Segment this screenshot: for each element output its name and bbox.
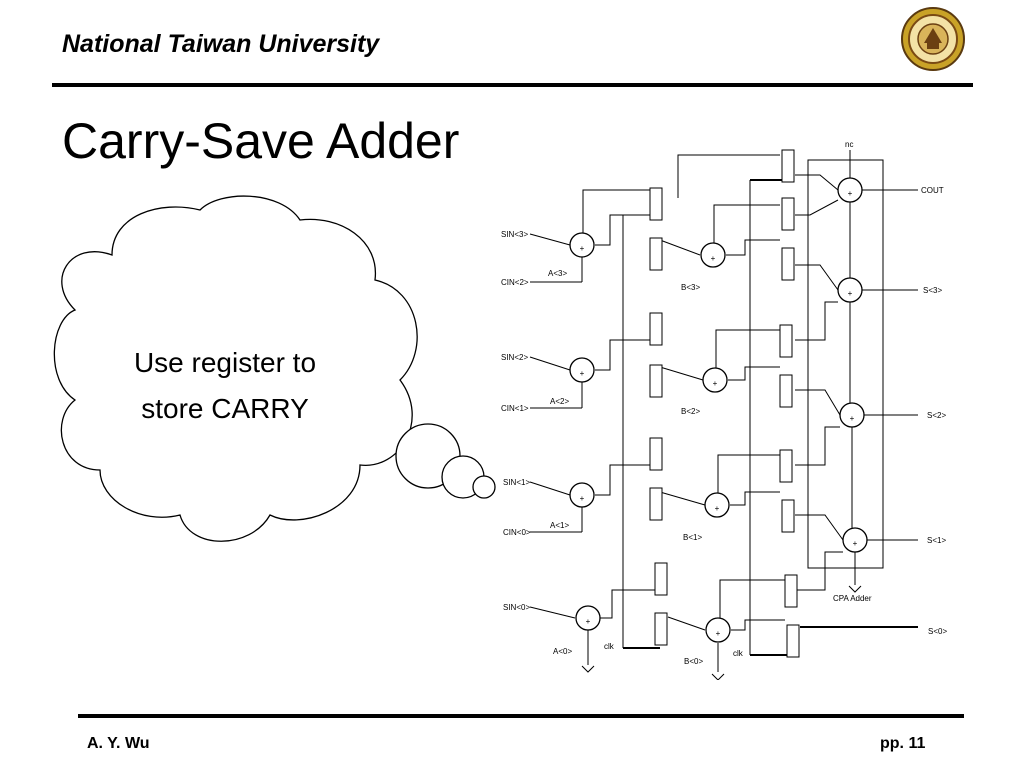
label-s0: S<0> — [928, 627, 947, 636]
label-cout: COUT — [921, 186, 944, 195]
label-nc: nc — [845, 140, 853, 149]
carry-save-adder-schematic: + + + + + + + + + + + + SIN<3> CIN<2> A<… — [501, 140, 947, 680]
institution-name: National Taiwan University — [62, 30, 380, 58]
thought-bubble-line-1: Use register to — [133, 347, 317, 378]
label-sin1: SIN<1> — [503, 478, 530, 487]
label-a1: A<1> — [550, 521, 569, 530]
label-s3: S<3> — [923, 286, 942, 295]
adder-symbol: + — [848, 289, 853, 298]
thought-bubble-line-2: store CARRY — [141, 393, 309, 424]
adder-symbol: + — [713, 379, 718, 388]
label-a3: A<3> — [548, 269, 567, 278]
label-clk-left: clk — [604, 642, 615, 651]
label-b1: B<1> — [683, 533, 702, 542]
footer-divider — [78, 714, 964, 718]
label-cin0: CIN<0> — [503, 528, 531, 537]
label-b2: B<2> — [681, 407, 700, 416]
thought-bubble-text: Use register to store CARRY — [95, 340, 355, 432]
adder-symbol: + — [715, 504, 720, 513]
adder-symbol: + — [716, 629, 721, 638]
header-divider — [52, 83, 973, 87]
adder-symbol: + — [586, 617, 591, 626]
adder-symbol: + — [848, 189, 853, 198]
label-a2: A<2> — [550, 397, 569, 406]
footer-page-number: pp. 11 — [880, 735, 926, 752]
label-b3: B<3> — [681, 283, 700, 292]
university-seal-logo — [901, 7, 965, 71]
adder-symbol: + — [850, 414, 855, 423]
label-cpa-adder: CPA Adder — [833, 594, 872, 603]
label-cin1: CIN<1> — [501, 404, 529, 413]
label-b0: B<0> — [684, 657, 703, 666]
slide-title: Carry-Save Adder — [62, 113, 460, 169]
adder-symbol: + — [580, 369, 585, 378]
adder-symbol: + — [853, 539, 858, 548]
label-clk-right: clk — [733, 649, 744, 658]
label-a0: A<0> — [553, 647, 572, 656]
label-sin3: SIN<3> — [501, 230, 528, 239]
adder-symbol: + — [711, 254, 716, 263]
label-sin2: SIN<2> — [501, 353, 528, 362]
label-cin2: CIN<2> — [501, 278, 529, 287]
footer-author: A. Y. Wu — [87, 735, 150, 752]
label-s2: S<2> — [927, 411, 946, 420]
label-s1: S<1> — [927, 536, 946, 545]
label-sin0: SIN<0> — [503, 603, 530, 612]
adder-symbol: + — [580, 244, 585, 253]
adder-symbol: + — [580, 494, 585, 503]
